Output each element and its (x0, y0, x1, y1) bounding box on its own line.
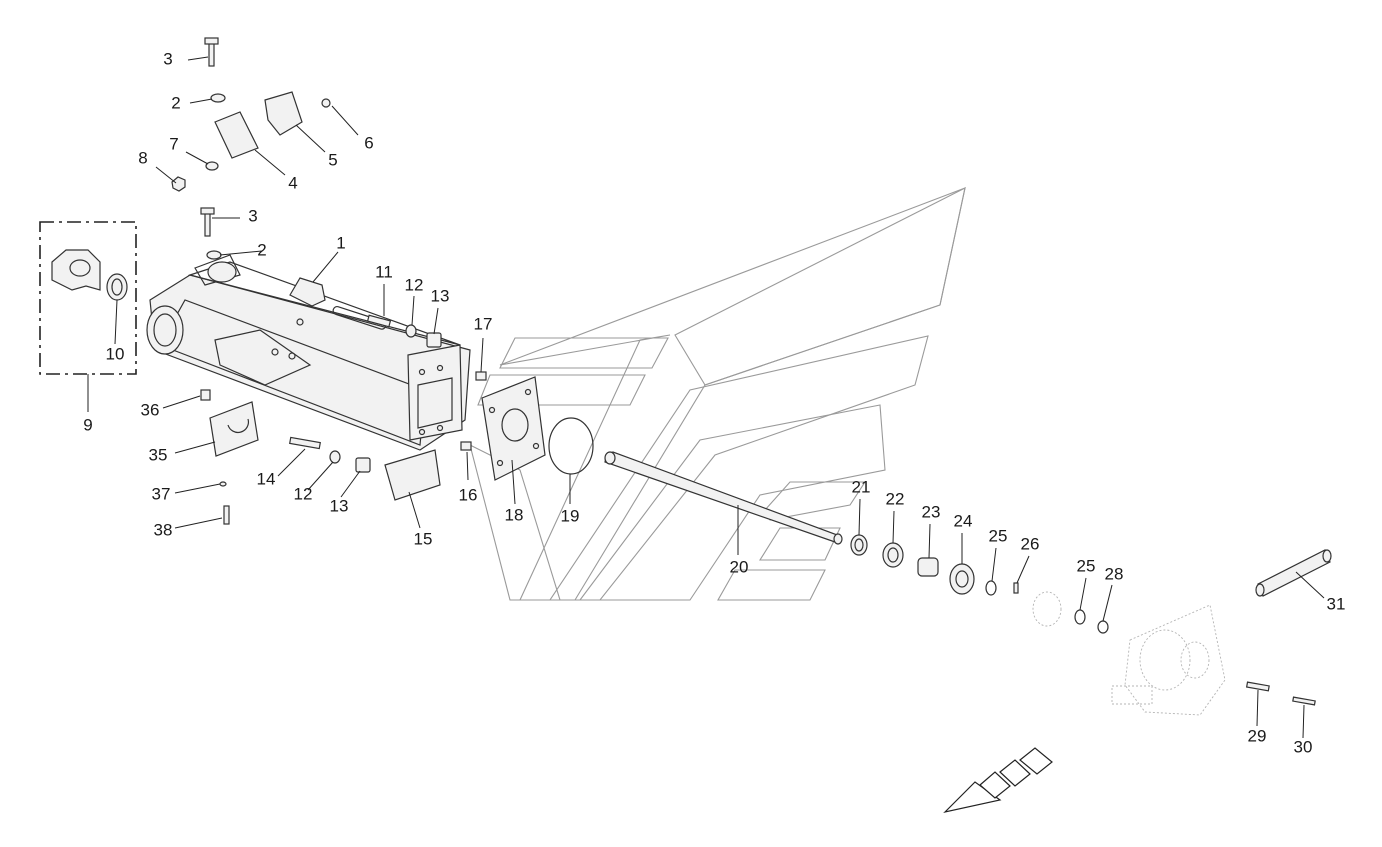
pins (1245, 549, 1332, 706)
mounting-hardware (289, 314, 487, 501)
callout-37: 37 (152, 484, 171, 503)
callout-30: 30 (1294, 737, 1313, 756)
callout-8: 8 (138, 148, 147, 167)
callout-31: 31 (1327, 594, 1346, 613)
callout-21: 21 (852, 477, 871, 496)
callout-25-left: 25 (989, 526, 1008, 545)
callout-35: 35 (149, 445, 168, 464)
callout-9: 9 (83, 415, 92, 434)
guard-plate-parts (200, 389, 259, 525)
callout-1: 1 (336, 233, 345, 252)
callout-24: 24 (954, 511, 973, 530)
callout-5: 5 (328, 150, 337, 169)
callout-22: 22 (886, 489, 905, 508)
callout-labels: 1 2 2 3 3 4 5 6 7 8 9 10 11 12 12 13 13 … (83, 49, 1345, 756)
callout-14: 14 (257, 469, 276, 488)
watermark-logo (469, 186, 966, 601)
callout-6: 6 (364, 133, 373, 152)
callout-2-lower: 2 (257, 240, 266, 259)
front-direction-arrow-icon (943, 747, 1053, 814)
swing-arm-frame (146, 254, 471, 451)
callout-12-upper: 12 (405, 275, 424, 294)
assembly-9-box (39, 221, 137, 375)
callout-3-upper: 3 (163, 49, 172, 68)
callout-17: 17 (474, 314, 493, 333)
drive-shaft (604, 451, 843, 545)
callout-29: 29 (1248, 726, 1267, 745)
callout-36: 36 (141, 400, 160, 419)
gearbox-housing (1111, 604, 1226, 716)
bearing-stack (850, 534, 1109, 634)
callout-15: 15 (414, 529, 433, 548)
callout-2-upper: 2 (171, 93, 180, 112)
callout-28: 28 (1105, 564, 1124, 583)
callout-13-upper: 13 (431, 286, 450, 305)
callout-10: 10 (106, 344, 125, 363)
callout-7: 7 (169, 134, 178, 153)
callout-11: 11 (375, 262, 393, 281)
leader-lines (87, 56, 1325, 739)
callout-38: 38 (154, 520, 173, 539)
callout-12-lower: 12 (294, 484, 313, 503)
upper-bracket-parts (171, 37, 331, 260)
callout-13-lower: 13 (330, 496, 349, 515)
callout-25-right: 25 (1077, 556, 1096, 575)
callout-26: 26 (1021, 534, 1040, 553)
callout-16: 16 (459, 485, 478, 504)
callout-3-lower: 3 (248, 206, 257, 225)
callout-19: 19 (561, 506, 580, 525)
flange-and-oring (481, 376, 594, 481)
callout-18: 18 (505, 505, 524, 524)
callout-20: 20 (730, 557, 749, 576)
callout-4: 4 (288, 173, 297, 192)
callout-23: 23 (922, 502, 941, 521)
